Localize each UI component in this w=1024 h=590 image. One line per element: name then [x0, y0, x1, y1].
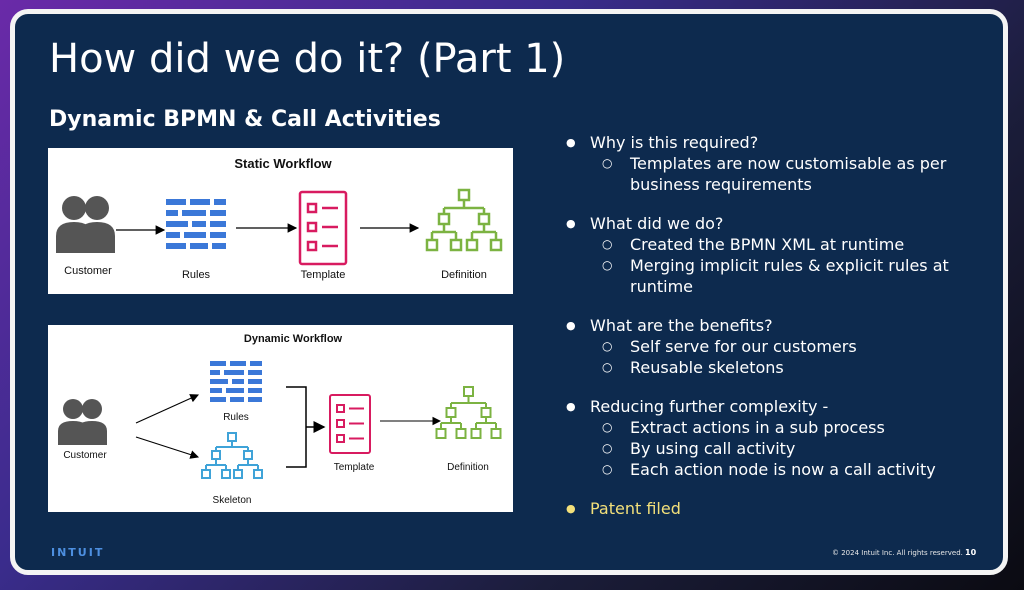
dynamic-template-label: Template — [334, 462, 375, 473]
sub-bullet-item: By using call activity — [566, 438, 986, 459]
definition-tree-icon — [435, 386, 502, 439]
bullet-group: Patent filed — [566, 498, 986, 519]
static-workflow-title: Static Workflow — [234, 156, 332, 171]
sub-bullet-item: Merging implicit rules & explicit rules … — [566, 255, 986, 297]
arrow — [135, 394, 200, 424]
slide-subtitle: Dynamic BPMN & Call Activities — [49, 107, 441, 132]
dynamic-workflow-panel: Dynamic Workflow Customer Rules — [48, 325, 513, 512]
template-icon — [298, 190, 348, 266]
bullet-list: Why is this required? Templates are now … — [566, 132, 986, 537]
static-definition-label: Definition — [441, 269, 487, 281]
static-rules-label: Rules — [182, 269, 211, 281]
template-icon — [329, 394, 371, 454]
sub-bullet-item: Created the BPMN XML at runtime — [566, 234, 986, 255]
rules-icon — [210, 361, 262, 402]
sub-bullet-item: Templates are now customisable as per bu… — [566, 153, 986, 195]
rules-icon — [166, 199, 226, 249]
intuit-logo: INTUIT — [51, 546, 105, 559]
dynamic-skeleton-label: Skeleton — [213, 495, 252, 506]
arrow — [135, 436, 200, 459]
sub-bullet-item: Self serve for our customers — [566, 336, 986, 357]
bullet-group: What did we do? Created the BPMN XML at … — [566, 213, 986, 297]
bullet-item: Reducing further complexity - — [566, 396, 986, 417]
merge-bracket — [286, 386, 326, 468]
dynamic-workflow-title: Dynamic Workflow — [244, 333, 343, 345]
copyright-notice: © 2024 Intuit Inc. All rights reserved. — [832, 549, 963, 557]
static-customer-label: Customer — [64, 265, 112, 277]
bullet-group: Why is this required? Templates are now … — [566, 132, 986, 195]
dynamic-definition-label: Definition — [447, 462, 489, 473]
customer-icon — [56, 196, 115, 253]
dynamic-customer-label: Customer — [63, 450, 107, 461]
sub-bullet-item: Reusable skeletons — [566, 357, 986, 378]
static-workflow-panel: Static Workflow Customer Rules — [48, 148, 513, 294]
slide: How did we do it? (Part 1) Dynamic BPMN … — [10, 9, 1008, 575]
static-template-label: Template — [301, 269, 346, 281]
bullet-item: What did we do? — [566, 213, 986, 234]
bullet-group: What are the benefits? Self serve for ou… — [566, 315, 986, 378]
dynamic-rules-label: Rules — [223, 412, 249, 423]
bullet-item-patent: Patent filed — [566, 498, 986, 519]
skeleton-tree-icon — [201, 432, 263, 479]
bullet-item: What are the benefits? — [566, 315, 986, 336]
definition-tree-icon — [425, 188, 503, 252]
bullet-item: Why is this required? — [566, 132, 986, 153]
sub-bullet-item: Extract actions in a sub process — [566, 417, 986, 438]
slide-title: How did we do it? (Part 1) — [49, 36, 566, 82]
sub-bullet-item: Each action node is now a call activity — [566, 459, 986, 480]
page-number: 10 — [965, 548, 977, 557]
customer-icon — [58, 399, 107, 445]
bullet-group: Reducing further complexity - Extract ac… — [566, 396, 986, 480]
